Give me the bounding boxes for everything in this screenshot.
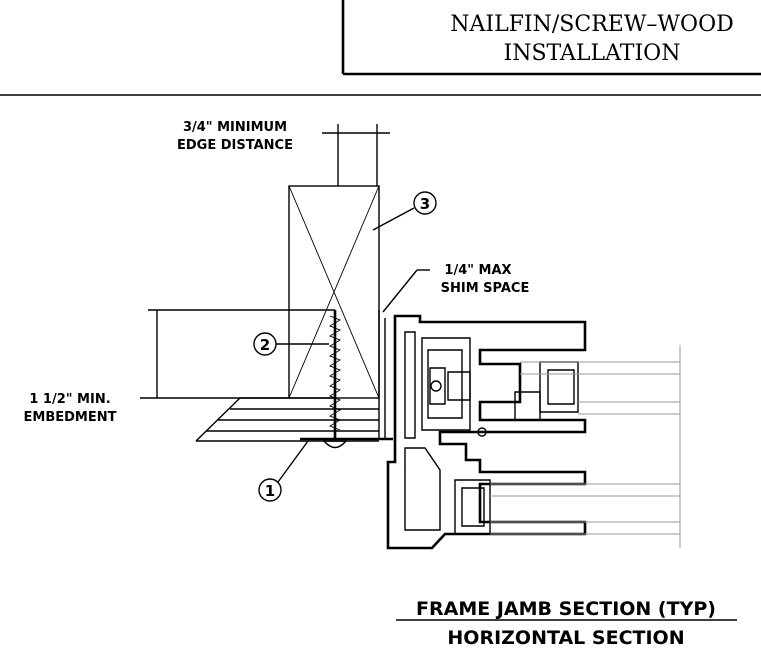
embedment-dimension: 1 1/2" MIN. EMBEDMENT bbox=[24, 309, 335, 425]
caption-title: FRAME JAMB SECTION (TYP) bbox=[416, 598, 716, 620]
caption: FRAME JAMB SECTION (TYP) HORIZONTAL SECT… bbox=[396, 598, 737, 649]
shim-label-1: 1/4" MAX bbox=[444, 263, 511, 278]
glazing bbox=[490, 345, 681, 548]
keynote-2-label: 2 bbox=[260, 336, 270, 354]
keynote-3: 3 bbox=[372, 191, 437, 231]
keynote-1: 1 bbox=[258, 440, 309, 502]
window-frame bbox=[386, 314, 587, 550]
shim-callout: 1/4" MAX SHIM SPACE bbox=[382, 263, 530, 313]
embedment-label-1: 1 1/2" MIN. bbox=[29, 392, 110, 407]
title-block-line-2: INSTALLATION bbox=[504, 41, 681, 66]
shim-label-2: SHIM SPACE bbox=[441, 281, 530, 296]
title-block: NAILFIN/SCREW–WOOD INSTALLATION bbox=[341, 0, 761, 76]
edge-distance-label-1: 3/4" MINIMUM bbox=[183, 120, 287, 135]
keynote-2: 2 bbox=[253, 332, 329, 356]
nailfin bbox=[300, 310, 393, 441]
edge-distance-label-2: EDGE DISTANCE bbox=[177, 138, 293, 153]
screw bbox=[322, 310, 348, 449]
keynote-1-label: 1 bbox=[265, 482, 275, 500]
caption-subtitle: HORIZONTAL SECTION bbox=[447, 627, 684, 649]
keynote-3-label: 3 bbox=[420, 195, 430, 213]
title-block-line-1: NAILFIN/SCREW–WOOD bbox=[450, 12, 734, 37]
embedment-label-2: EMBEDMENT bbox=[24, 410, 117, 425]
edge-distance-dimension: 3/4" MINIMUM EDGE DISTANCE bbox=[177, 120, 390, 186]
wall-sheathing bbox=[195, 397, 379, 442]
